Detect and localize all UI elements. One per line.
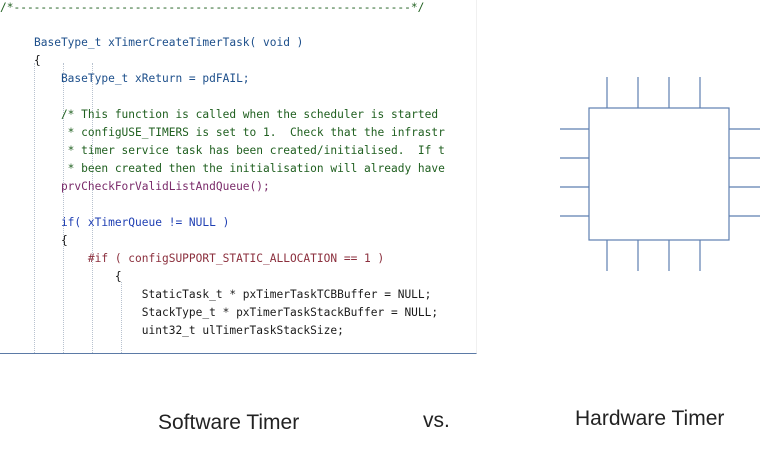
code-line-9: * timer service task has been created/in… [34, 144, 445, 157]
code-line-13: if( xTimerQueue != NULL ) [34, 216, 230, 229]
code-line-8: * configUSE_TIMERS is set to 1. Check th… [34, 126, 445, 139]
code-line-16: { [34, 270, 122, 283]
code-line-5: BaseType_t xReturn = pdFAIL; [34, 72, 250, 85]
versus-caption: vs. [423, 409, 450, 432]
code-line-18: StackType_t * pxTimerTaskStackBuffer = N… [34, 306, 439, 319]
code-line-17: StaticTask_t * pxTimerTaskTCBBuffer = NU… [34, 288, 432, 301]
indent-guide-2 [63, 63, 64, 353]
code-line-1: /*--------------------------------------… [0, 1, 425, 14]
code-line-3: BaseType_t xTimerCreateTimerTask( void ) [34, 36, 304, 49]
hardware-timer-caption: Hardware Timer [575, 407, 725, 430]
code-line-4: { [34, 54, 41, 67]
indent-guide-1 [34, 63, 35, 353]
code-line-15: #if ( configSUPPORT_STATIC_ALLOCATION ==… [34, 252, 385, 265]
code-line-19: uint32_t ulTimerTaskStackSize; [34, 324, 344, 337]
software-timer-caption: Software Timer [158, 411, 300, 434]
code-line-11: prvCheckForValidListAndQueue(); [34, 180, 270, 193]
code-line-10: * been created then the initialisation w… [34, 162, 445, 175]
code-line-14: { [34, 234, 68, 247]
indent-guide-3 [92, 63, 93, 353]
indent-guide-4 [121, 282, 122, 353]
code-line-7: /* This function is called when the sche… [34, 108, 439, 121]
chip-icon [560, 77, 760, 271]
code-panel: /*--------------------------------------… [0, 0, 477, 354]
